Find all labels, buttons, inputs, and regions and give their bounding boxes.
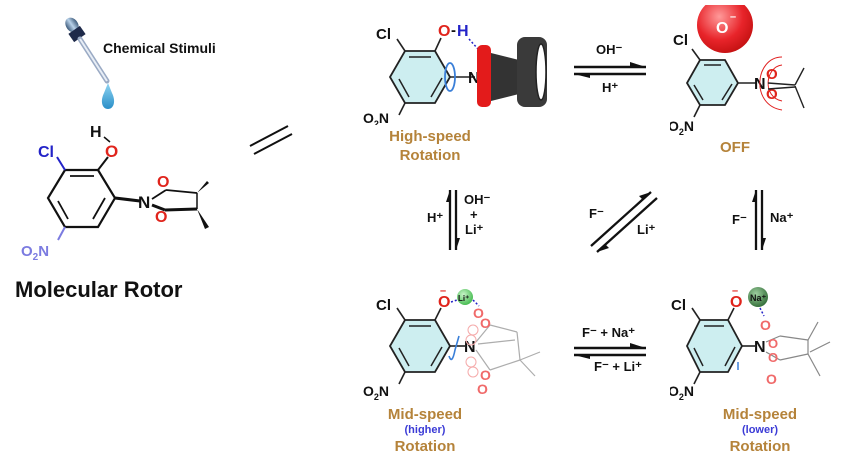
svg-text:–: – xyxy=(730,11,736,23)
reagent-f-minus-right: F⁻ xyxy=(732,212,747,227)
state-sub: (lower) xyxy=(741,424,779,436)
svg-text:O: O xyxy=(730,294,742,311)
svg-text:O: O xyxy=(766,86,778,103)
chlorine-atom: Cl xyxy=(38,144,54,161)
svg-text:O: O xyxy=(768,350,778,365)
svg-text:Cl: Cl xyxy=(671,297,686,314)
svg-text:O: O xyxy=(480,367,491,383)
svg-text:O2N: O2N xyxy=(363,110,389,125)
state-sub: (higher) xyxy=(404,424,446,436)
li-complex-molecule: Cl O – Li⁺ O O2N N O O O xyxy=(363,285,541,402)
equilibrium-arrow-icon xyxy=(574,62,646,78)
state-line1: Mid-speed xyxy=(722,406,798,423)
svg-text:O: O xyxy=(716,20,728,37)
arrow-bottom-horizontal: F⁻ + Na⁺ F⁻ + Li⁺ xyxy=(570,325,660,385)
svg-text:Cl: Cl xyxy=(376,26,391,43)
sodium-ion: Na⁺ xyxy=(750,293,767,303)
arrow-left-vertical: H⁺ OH⁻ + Li⁺ xyxy=(425,188,505,258)
state-line2: Rotation xyxy=(729,438,791,455)
molecular-rotor-structure: Cl O H O2N N O O xyxy=(21,124,209,260)
reagent-li-plus-left: Li⁺ xyxy=(465,222,484,237)
svg-text:O: O xyxy=(766,371,777,387)
state-line2: Rotation xyxy=(399,147,461,164)
svg-text:N: N xyxy=(468,70,480,87)
arrow-right-vertical: F⁻ Na⁺ xyxy=(730,188,810,258)
equivalence-symbol xyxy=(249,125,293,155)
svg-text:–: – xyxy=(732,285,738,297)
nitrogen-atom: N xyxy=(138,193,150,212)
svg-text:O: O xyxy=(438,294,450,311)
reagent-f-li: F⁻ + Li⁺ xyxy=(594,359,643,374)
svg-text:N: N xyxy=(464,339,476,356)
reagent-f-na: F⁻ + Na⁺ xyxy=(582,325,636,340)
svg-text:O: O xyxy=(438,23,450,40)
state-label-mid-higher: Mid-speed (higher) Rotation xyxy=(370,405,480,456)
reagent-oh-minus-left: OH⁻ xyxy=(464,192,491,207)
arrow-top-horizontal: OH⁻ H⁺ xyxy=(570,42,650,102)
molecular-rotor-title: Molecular Rotor xyxy=(15,277,183,302)
chemical-stimuli-label: Chemical Stimuli xyxy=(103,40,216,56)
state-mid-speed-higher: Cl O – Li⁺ O O2N N O O O Mid-speed (high… xyxy=(345,280,565,461)
state-line1: High-speed xyxy=(389,128,471,145)
hydroxyl-oxygen: O xyxy=(105,142,118,161)
svg-text:O: O xyxy=(760,317,771,333)
svg-text:-: - xyxy=(451,22,456,39)
equilibrium-arrow-vertical-right-icon xyxy=(752,190,766,250)
reagent-na-plus-right: Na⁺ xyxy=(770,210,794,225)
hydroxyl-hydrogen: H xyxy=(90,124,102,141)
svg-text:O: O xyxy=(766,66,778,83)
rotation-arrow-icon xyxy=(444,62,456,92)
equilibrium-arrow-bottom-icon xyxy=(574,343,646,359)
svg-text:Cl: Cl xyxy=(376,297,391,314)
svg-text:O: O xyxy=(768,336,778,351)
svg-text:–: – xyxy=(440,285,446,297)
carbonyl-oxygen-1: O xyxy=(157,174,169,191)
svg-text:O2N: O2N xyxy=(670,383,694,402)
nitro-group: O2N xyxy=(21,243,49,260)
left-panel: Chemical Stimuli Cl O H O2N N O O Molecu… xyxy=(0,0,300,461)
reagent-f-minus-diagonal: F⁻ xyxy=(589,206,604,221)
carbonyl-oxygen-2: O xyxy=(155,209,167,226)
state-mid-speed-lower: Cl O – Na⁺ O O2N N O O O Mid-speed (lowe… xyxy=(670,280,854,461)
svg-text:O2N: O2N xyxy=(670,118,694,135)
state-off: O – Cl O2N N O O OFF xyxy=(670,5,854,165)
dropper-icon xyxy=(65,17,115,109)
reagent-li-plus-diagonal: Li⁺ xyxy=(637,222,656,237)
rotation-arrow-icon xyxy=(448,335,460,361)
reagent-oh-minus: OH⁻ xyxy=(596,42,623,57)
state-line1: Mid-speed xyxy=(387,406,463,423)
svg-text:O: O xyxy=(477,381,488,397)
na-complex-molecule: Cl O – Na⁺ O O2N N O O O xyxy=(670,285,831,402)
reagent-plus-left: + xyxy=(470,207,478,222)
equilibrium-arrow-diagonal-icon xyxy=(590,191,658,253)
off-molecule: O – Cl O2N N O O xyxy=(670,5,805,135)
svg-text:O: O xyxy=(473,305,484,321)
svg-text:N: N xyxy=(754,339,766,356)
lithium-ion: Li⁺ xyxy=(458,294,469,303)
svg-text:Cl: Cl xyxy=(673,32,688,49)
svg-text:H: H xyxy=(457,23,469,40)
state-label-mid-lower: Mid-speed (lower) Rotation xyxy=(705,405,815,456)
equilibrium-arrow-vertical-icon xyxy=(446,190,460,250)
svg-text:O2N: O2N xyxy=(363,383,389,402)
reagent-h-plus-left: H⁺ xyxy=(427,210,444,225)
high-speed-molecule: Cl O - H O2N N xyxy=(363,22,547,125)
state-label-high-speed: High-speed Rotation xyxy=(375,127,485,165)
state-line2: Rotation xyxy=(394,438,456,455)
reagent-h-plus: H⁺ xyxy=(602,80,619,95)
state-high-speed: Cl O - H O2N N High-speed Rotation xyxy=(345,5,565,165)
svg-text:O: O xyxy=(480,315,491,331)
arrow-diagonal: F⁻ Li⁺ xyxy=(585,188,685,258)
state-label-off: OFF xyxy=(720,139,750,156)
